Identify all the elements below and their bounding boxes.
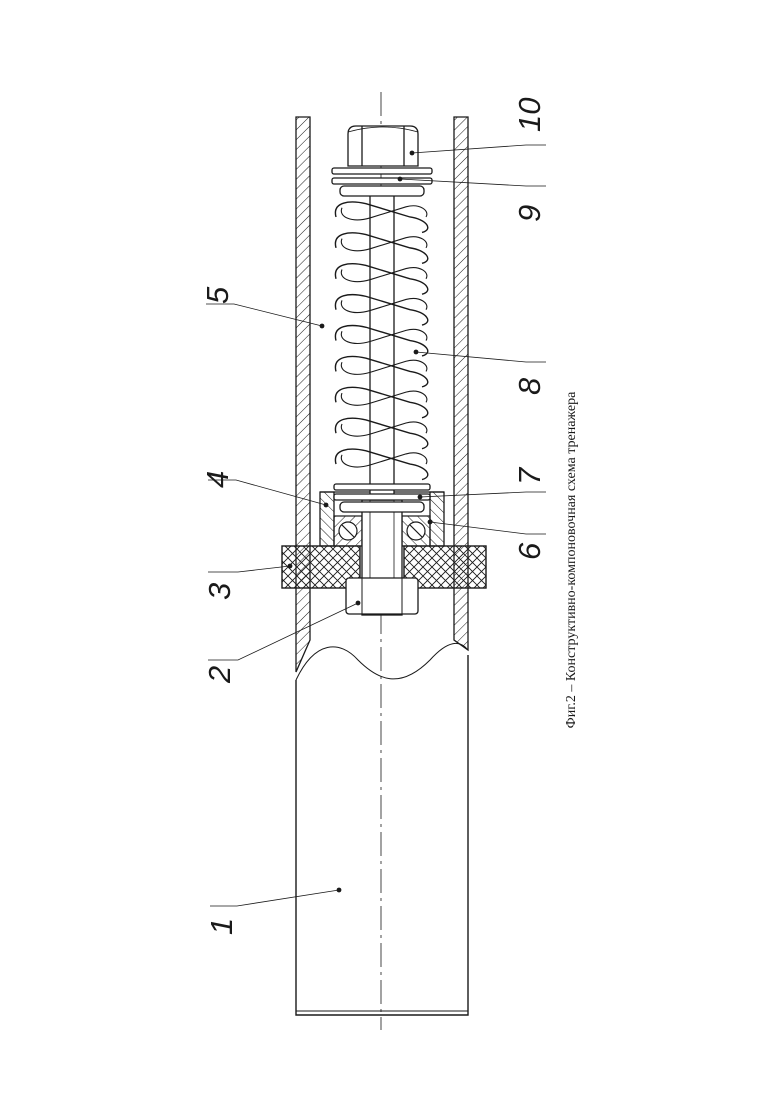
callout-7: 7 (512, 466, 547, 485)
figure-caption: Фиг.2 – Конструктивно-компоновочная схем… (564, 391, 579, 728)
callout-4: 4 (200, 471, 235, 488)
callout-2: 2 (202, 666, 237, 684)
hex-nut (348, 126, 418, 166)
lower-washer (334, 484, 430, 512)
callout-5: 5 (200, 286, 235, 304)
callout-1: 1 (204, 918, 239, 935)
callout-3: 3 (202, 583, 237, 600)
callout-9: 9 (512, 205, 547, 222)
callout-10: 10 (512, 98, 547, 132)
callout-6: 6 (512, 542, 547, 560)
tube-body (296, 643, 468, 1015)
upper-washers (332, 168, 432, 196)
callout-8: 8 (512, 377, 547, 395)
